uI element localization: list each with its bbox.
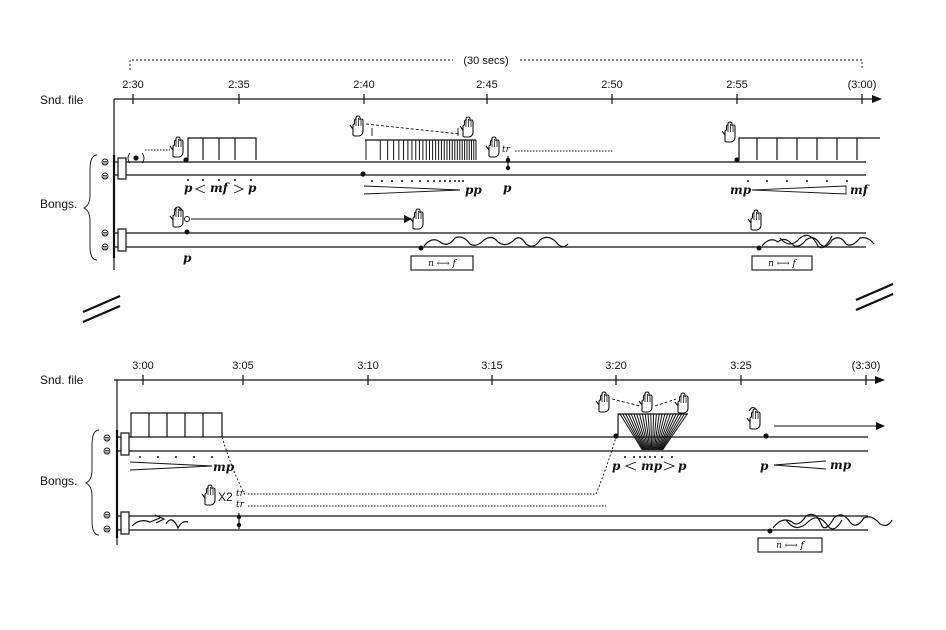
dynamic-marking: p [612,459,621,473]
system-2: Snd. file 3:00 3:05 3:10 3:15 3:20 3:25 … [40,360,893,553]
stroke-line [658,413,677,451]
range-box-label: n ⟷ f [776,541,805,551]
dynamic-marking: p [184,181,193,195]
stroke-line [627,413,646,451]
stroke-line [647,413,652,451]
stroke-line [656,413,669,451]
stroke-line [636,413,648,451]
stroke-line [639,413,649,451]
trill-mark: tr [502,145,511,155]
dynamic-marking: mf [850,183,870,197]
stroke-line [625,413,645,451]
accelerando-strokes [365,140,477,160]
stroke-line [653,413,660,451]
dynamic-marking: p [183,251,192,265]
dynamic-marking: p [678,459,687,473]
duration-label: (30 secs) [463,55,508,67]
time-label: 3:20 [605,360,626,372]
time-label: 3:00 [132,360,153,372]
stroke-line [633,413,648,451]
dynamic-marking: p [503,181,512,195]
time-label: 3:05 [232,360,253,372]
time-label: 2:35 [228,79,249,91]
stroke-line [659,413,680,451]
instrument-label: Bongs. [40,474,77,488]
brace [82,154,98,261]
sound-file-label: Snd. file [40,93,84,107]
range-box-label: n ⟷ f [768,259,797,269]
stroke-line [660,413,683,451]
dynamic-marking: p [248,181,257,195]
dynamic-marking: mp [641,459,663,473]
stroke-line [651,413,655,451]
stroke-line [661,413,685,451]
time-label: (3:30) [852,360,881,372]
trill-mark: tr [236,500,245,510]
time-label: 2:55 [726,79,747,91]
time-label: 2:45 [476,79,497,91]
time-label: 3:15 [481,360,502,372]
stroke-line [644,413,651,451]
range-box-label: n ⟷ f [428,259,457,269]
stroke-line [654,413,663,451]
time-label: 2:30 [122,79,143,91]
time-label: 3:25 [730,360,751,372]
cluster-strokes [619,413,688,451]
time-label: 3:10 [357,360,378,372]
repeat-label: X2 [218,490,233,504]
time-label: 2:50 [601,79,622,91]
stroke-line [657,413,671,451]
instrument-label: Bongs. [40,197,77,211]
trill-mark: tr [236,489,245,499]
stroke-line [641,413,650,451]
dynamic-marking: p [760,459,769,473]
timeline-ticks [132,94,863,104]
sound-file-label: Snd. file [40,373,84,387]
stroke-line [630,413,647,451]
brace [84,429,100,536]
timeline-ticks [142,375,867,385]
time-label: 2:40 [353,79,374,91]
stroke-line [652,413,657,451]
stroke-line [655,413,666,451]
stroke-line [662,413,688,451]
dynamic-marking: pp [465,183,482,197]
stroke-line [622,413,644,451]
dynamic-marking: mf [210,181,230,195]
dynamic-marking: mp [213,460,235,474]
stroke-line [657,413,674,451]
stroke-line [650,413,653,451]
dynamic-marking: mp [730,183,752,197]
stroke-line [619,413,643,451]
dynamic-marking: mp [830,458,852,472]
system-1: (30 secs) Snd. file 2:30 2:35 2:40 2:45 … [40,55,894,324]
time-label: (3:00) [848,79,877,91]
scribble-line [423,236,569,248]
